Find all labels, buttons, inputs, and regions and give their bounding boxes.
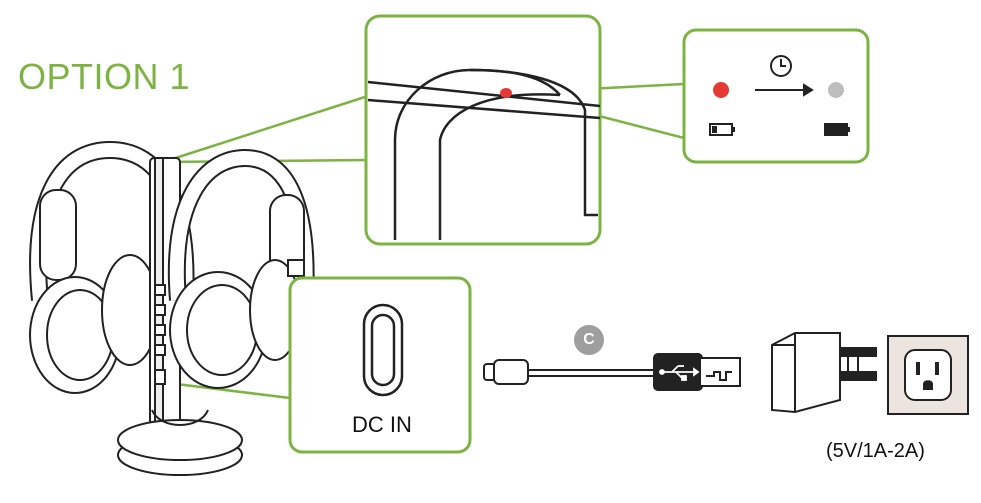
usb-icon	[659, 365, 700, 381]
headphone-icon	[29, 140, 195, 394]
arrow-right-icon	[755, 83, 814, 97]
led-grey-dot	[828, 82, 844, 98]
callout-dcin-box	[288, 276, 472, 454]
power-spec-label: (5V/1A-2A)	[826, 440, 925, 462]
clock-icon	[770, 55, 792, 77]
battery-low-icon	[709, 123, 735, 136]
cable-badge: C	[574, 325, 604, 355]
led-red-dot	[713, 82, 729, 98]
usb-c-port-icon	[362, 303, 404, 397]
wall-outlet-icon	[887, 335, 969, 415]
battery-full-icon	[824, 123, 850, 136]
headphone-icon	[167, 148, 315, 389]
page-title: OPTION 1	[18, 56, 191, 97]
stand	[117, 157, 243, 476]
callout-led-box	[682, 28, 870, 164]
dc-in-label: DC IN	[352, 412, 412, 437]
callout-zoom-box	[364, 14, 602, 246]
led-indicator	[500, 88, 512, 98]
stand-top-zoom	[367, 68, 601, 240]
usb-c-cable	[483, 353, 741, 391]
power-adapter-icon	[771, 332, 877, 414]
